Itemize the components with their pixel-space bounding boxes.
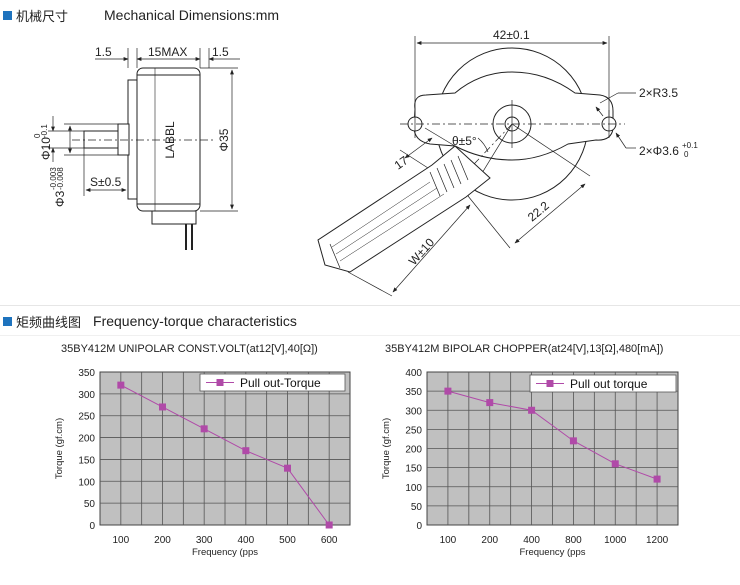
dia-boss-tol-bot: -0.1 [40,124,49,138]
x-tick-label: 300 [196,535,213,546]
y-tick-label: 350 [78,368,95,379]
dia-body-text: Φ35 [217,128,231,151]
series-line [447,390,658,480]
section-title-cn: 矩频曲线图 [16,315,82,331]
section-marker-icon [3,10,12,20]
angle-text: θ±5° [452,134,477,148]
section-heading-mechanical: 机械尺寸 Mechanical Dimensions:mm [3,6,280,25]
labbl-text: LABBL [163,121,177,159]
chart-1-title: 35BY412M UNIPOLAR CONST.VOLT(at12[V],40[… [61,343,318,355]
y-tick-label: 0 [89,521,95,532]
data-point [242,447,250,455]
y-axis-label: Torque (gf.cm) [54,418,65,479]
x-axis-label: Frequency (pps [519,547,585,558]
x-tick-label: 200 [154,535,171,546]
dim-left-text: 1.5 [95,45,112,59]
y-tick-label: 250 [405,425,422,436]
section-title-en: Frequency-torque characteristics [93,313,297,329]
x-tick-label: 1000 [604,535,627,546]
dia-shaft-tol-top: -0.003 [49,167,58,190]
legend-box [199,373,346,392]
data-point [284,464,291,472]
dim-max-text: 15MAX [148,45,187,59]
x-tick-label: 500 [279,535,296,546]
width-dim-text: 42±0.1 [493,28,530,42]
section-divider [0,335,740,336]
y-tick-label: 400 [405,368,422,379]
x-tick-label: 200 [481,535,498,546]
shaft [83,130,119,149]
mechanical-drawing: 1.5 15MAX 1.5 LABBL Φ35 Φ10 0 -0.1 Φ3 -0… [33,28,698,297]
section-title-cn: 机械尺寸 [16,9,69,25]
x-tick-label: 800 [565,535,582,546]
legend-label: Pull out-Torque [240,376,321,390]
section-marker-icon [3,316,12,326]
series-line [120,384,330,526]
chart-2-title: 35BY412M BIPOLAR CHOPPER(at24[V],13[Ω],4… [385,343,664,355]
y-tick-label: 50 [84,499,96,510]
y-tick-label: 150 [78,455,95,466]
legend-marker [216,379,224,386]
radius-text: 2×R3.5 [639,86,678,100]
data-point [325,521,333,529]
front-view [317,36,636,297]
data-point [159,403,166,411]
dia-shaft-tol-bot: -0.008 [56,167,65,190]
x-axis-label: Frequency (pps [192,547,258,558]
y-tick-label: 350 [405,387,422,398]
data-point [569,437,577,445]
y-tick-label: 50 [411,502,423,513]
hole-tol-bot: 0 [684,150,689,159]
hole-tol-top: +0.1 [682,141,698,150]
legend-marker [546,380,554,387]
y-axis-label: Torque (gf.cm) [381,418,392,479]
section-title-en: Mechanical Dimensions:mm [104,7,280,23]
data-point [117,381,125,389]
legend-box [529,374,677,393]
hole-dia-text: 2×Φ3.6 [639,144,679,158]
x-tick-label: 400 [523,535,540,546]
section-heading-frequency: 矩频曲线图 Frequency-torque characteristics [3,312,297,331]
data-point [200,425,208,433]
dia-boss-tol-top: 0 [33,133,42,138]
y-tick-label: 200 [78,434,95,445]
data-point [444,387,452,395]
y-tick-label: 100 [405,483,422,494]
dim-right-text: 1.5 [212,45,229,59]
data-point [611,460,619,468]
data-point [528,406,536,414]
y-tick-label: 200 [405,445,422,456]
side-view [48,48,240,250]
y-tick-label: 150 [405,464,422,475]
data-point [653,475,661,483]
dia-shaft-text: Φ3 [53,190,67,207]
dia-boss-text: Φ10 [39,137,53,160]
y-tick-label: 250 [78,412,95,423]
x-tick-label: 100 [440,535,457,546]
x-tick-label: 100 [112,535,129,546]
section-divider [0,305,740,306]
y-tick-label: 300 [405,406,422,417]
x-tick-label: 400 [237,535,254,546]
x-tick-label: 1200 [646,535,669,546]
y-tick-label: 100 [78,477,95,488]
y-tick-label: 300 [78,390,95,401]
shaft-length-text: S±0.5 [90,175,122,189]
y-tick-label: 0 [416,521,422,532]
data-point [486,399,494,407]
legend-label: Pull out torque [570,377,648,391]
x-tick-label: 600 [321,535,338,546]
